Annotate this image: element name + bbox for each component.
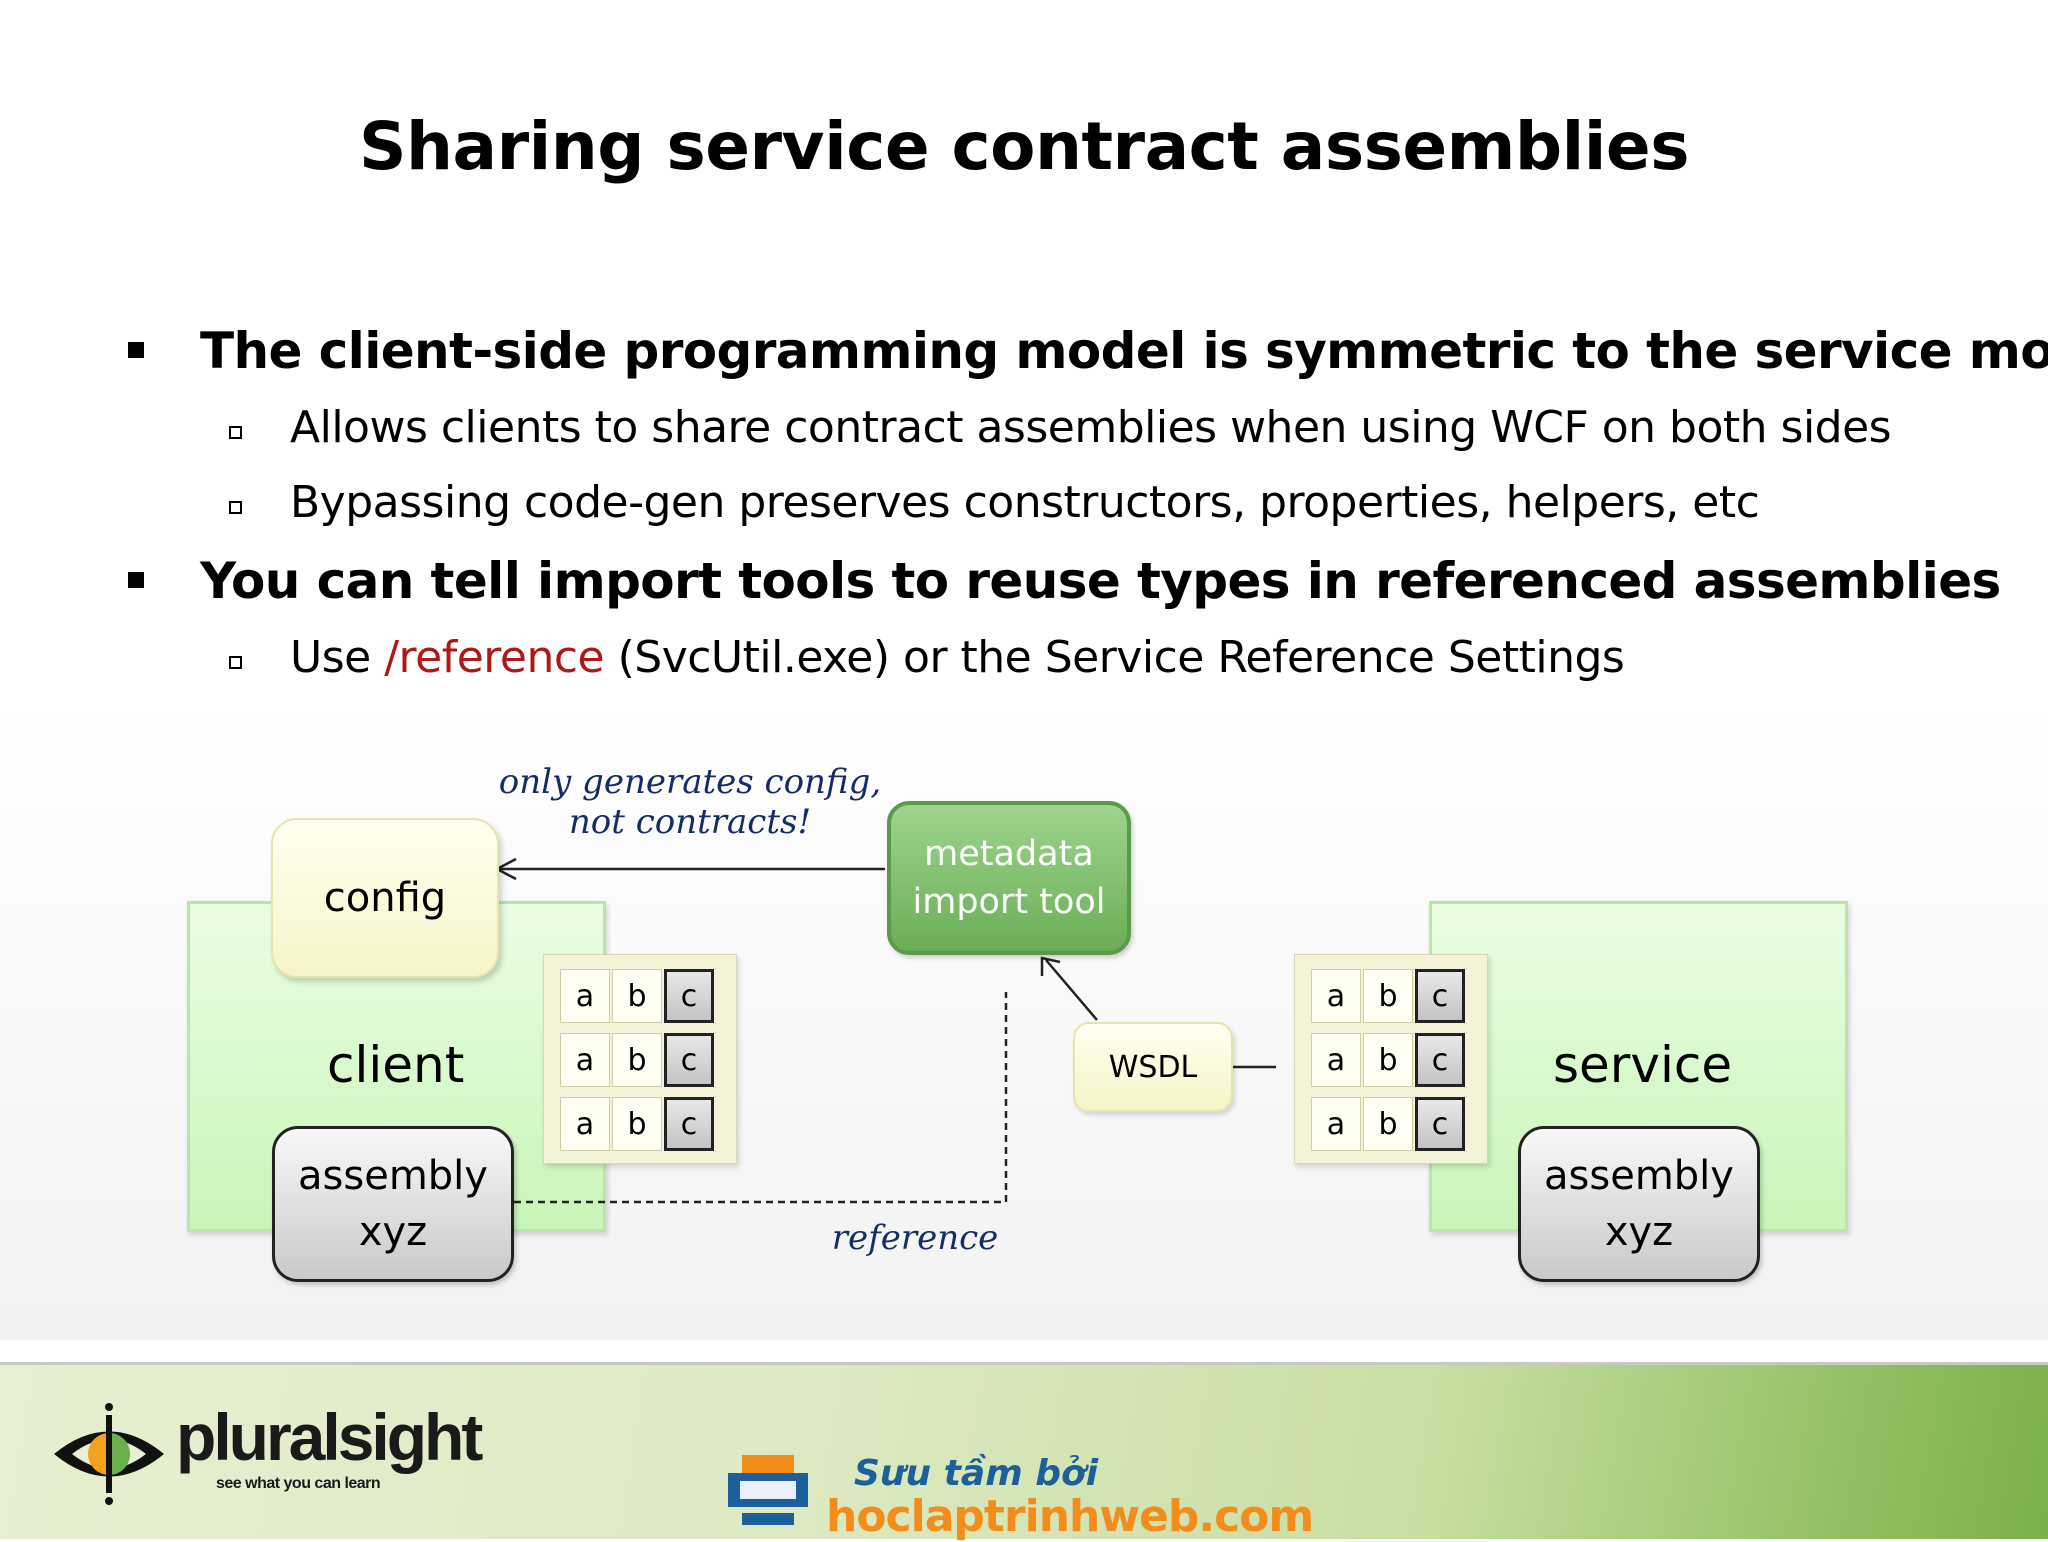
- grid-cell-a: a: [560, 1033, 610, 1087]
- assembly-label: assembly: [298, 1153, 488, 1199]
- arrow-head-icon: [1040, 956, 1061, 976]
- bullet-1-text: The client-side programming model is sym…: [200, 322, 2048, 380]
- slide-title: Sharing service contract assemblies: [359, 108, 1689, 185]
- footer-bar: pluralsight see what you can learn Sưu t…: [0, 1362, 2048, 1542]
- bullet-1-sub-1: Allows clients to share contract assembl…: [229, 402, 1892, 453]
- assembly-name: xyz: [1604, 1209, 1674, 1255]
- site-url: hoclaptrinhweb.com: [826, 1491, 1314, 1542]
- config-box: config: [271, 818, 499, 978]
- eye-logo-icon: [54, 1403, 164, 1505]
- grid-row: a b c: [1311, 969, 1471, 1023]
- grid-cell-a: a: [1311, 1097, 1361, 1151]
- config-label: config: [323, 875, 447, 921]
- bullet-2-sub-1: Use /reference (SvcUtil.exe) or the Serv…: [229, 632, 1625, 683]
- grid-row: a b c: [560, 1033, 720, 1087]
- monitor-logo-icon: [728, 1455, 808, 1525]
- bullet-list: The client-side programming model is sym…: [0, 0, 2048, 720]
- grid-row: a b c: [1311, 1097, 1471, 1151]
- bullet-2-sub-prefix: Use: [290, 632, 385, 683]
- bullet-1-sub-2: Bypassing code-gen preserves constructor…: [229, 477, 1760, 528]
- client-assembly-box: assembly xyz: [272, 1126, 514, 1282]
- hollow-square-bullet-icon: [229, 656, 242, 669]
- bullet-1-sub-2-text: Bypassing code-gen preserves constructor…: [290, 477, 1760, 528]
- grid-cell-b: b: [612, 1097, 662, 1151]
- site-credit-label: Sưu tầm bởi: [854, 1453, 1099, 1494]
- bullet-2-text: You can tell import tools to reuse types…: [200, 552, 2001, 610]
- grid-cell-b: b: [612, 969, 662, 1023]
- metadata-label-2: import tool: [912, 882, 1106, 922]
- service-type-grid: a b c a b c a b c: [1294, 954, 1488, 1164]
- service-assembly-box: assembly xyz: [1518, 1126, 1760, 1282]
- reference-label: reference: [831, 1218, 999, 1258]
- grid-row: a b c: [560, 1097, 720, 1151]
- wsdl-arrow-line: [1045, 959, 1098, 1021]
- assembly-name: xyz: [358, 1209, 428, 1255]
- grid-cell-a: a: [560, 1097, 610, 1151]
- hollow-square-bullet-icon: [229, 426, 242, 439]
- grid-cell-a: a: [560, 969, 610, 1023]
- config-note-line-1: only generates config,: [498, 762, 882, 802]
- config-note: only generates config, not contracts!: [470, 762, 910, 842]
- square-bullet-icon: [128, 342, 144, 358]
- logo-tagline: see what you can learn: [216, 1475, 381, 1492]
- grid-cell-c: c: [1415, 969, 1465, 1023]
- square-bullet-icon: [128, 572, 144, 588]
- bullet-2-sub-suffix: (SvcUtil.exe) or the Service Reference S…: [604, 632, 1625, 683]
- grid-row: a b c: [1311, 1033, 1471, 1087]
- grid-row: a b c: [560, 969, 720, 1023]
- grid-cell-a: a: [1311, 1033, 1361, 1087]
- config-note-line-2: not contracts!: [568, 802, 812, 842]
- bullet-2: You can tell import tools to reuse types…: [128, 552, 2001, 610]
- grid-cell-b: b: [1363, 1097, 1413, 1151]
- grid-cell-b: b: [1363, 1033, 1413, 1087]
- grid-cell-c: c: [1415, 1097, 1465, 1151]
- grid-cell-c: c: [1415, 1033, 1465, 1087]
- bullet-1-sub-1-text: Allows clients to share contract assembl…: [290, 402, 1892, 453]
- metadata-label-1: metadata: [924, 834, 1094, 874]
- grid-cell-a: a: [1311, 969, 1361, 1023]
- assembly-label: assembly: [1544, 1153, 1734, 1199]
- client-label: client: [327, 1036, 465, 1094]
- architecture-diagram: config client assembly xyz a b c a b c a…: [0, 700, 2048, 1340]
- logo-name: pluralsight: [176, 1400, 483, 1474]
- hollow-square-bullet-icon: [229, 501, 242, 514]
- reference-dashed-line: [514, 992, 1008, 1204]
- grid-cell-b: b: [1363, 969, 1413, 1023]
- grid-cell-c: c: [664, 969, 714, 1023]
- metadata-import-tool-box: metadata import tool: [887, 801, 1131, 955]
- reference-switch: /reference: [384, 632, 605, 683]
- service-label: service: [1553, 1036, 1733, 1094]
- grid-cell-c: c: [664, 1097, 714, 1151]
- grid-cell-b: b: [612, 1033, 662, 1087]
- wsdl-label: WSDL: [1108, 1049, 1198, 1085]
- client-type-grid: a b c a b c a b c: [543, 954, 737, 1164]
- wsdl-box: WSDL: [1073, 1022, 1233, 1112]
- grid-cell-c: c: [664, 1033, 714, 1087]
- bullet-1: The client-side programming model is sym…: [128, 322, 2048, 380]
